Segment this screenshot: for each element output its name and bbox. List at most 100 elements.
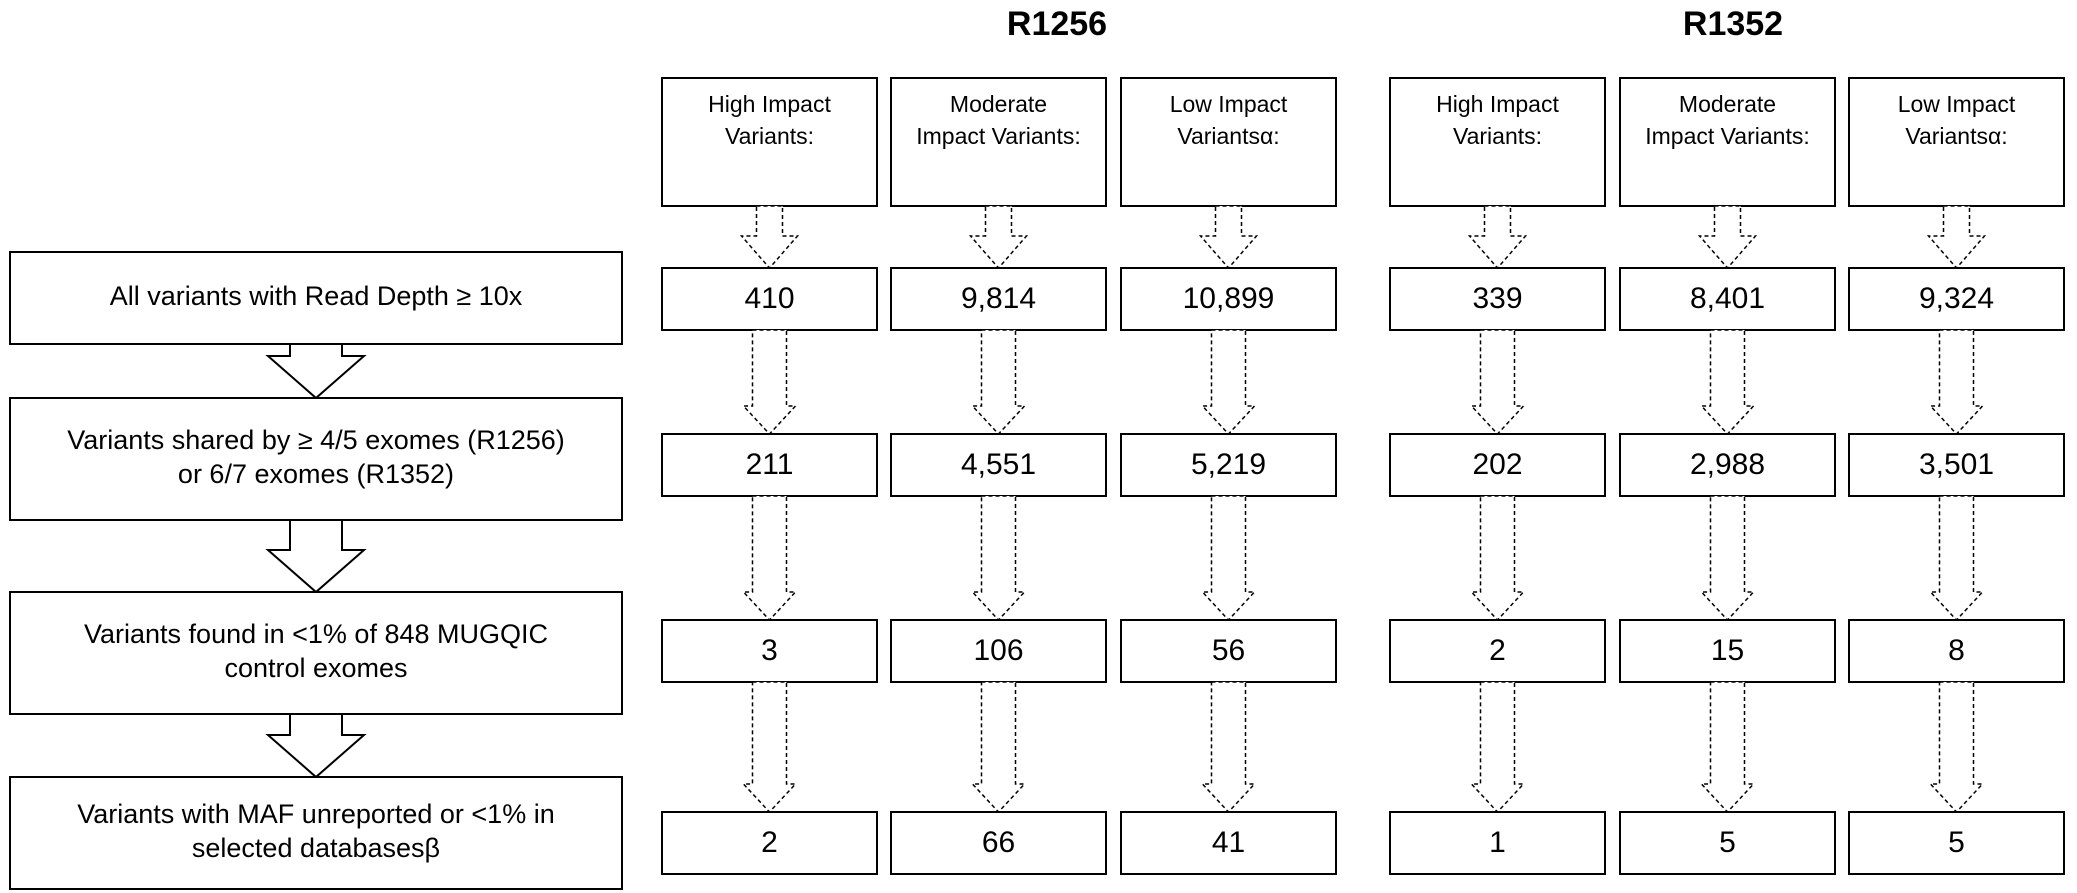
count-box xyxy=(1619,267,1836,331)
count-box xyxy=(890,433,1107,497)
dashed-flow-arrow xyxy=(1200,681,1257,814)
column-header-label: Low Impact xyxy=(1898,91,2016,117)
count-value: 5 xyxy=(1719,826,1736,859)
filter-step-1: All variants with Read Depth ≥ 10x xyxy=(9,251,623,345)
count-value: 66 xyxy=(982,826,1015,859)
count-value: 106 xyxy=(973,634,1023,667)
filter-step-label: Variants with MAF unreported or <1% in xyxy=(77,799,554,829)
count-value: 4,551 xyxy=(961,448,1036,481)
variant-columns: High ImpactVariants:41021132ModerateImpa… xyxy=(661,77,2065,875)
count-box xyxy=(1848,267,2065,331)
dashed-flow-arrow xyxy=(1699,495,1756,622)
group-titles: R1256 R1352 xyxy=(1007,5,1783,43)
dashed-flow-arrow xyxy=(739,205,800,270)
column-header-label: High Impact xyxy=(708,91,831,117)
count-box xyxy=(890,811,1107,875)
dashed-flow-arrow xyxy=(741,681,798,814)
filter-step-label: All variants with Read Depth ≥ 10x xyxy=(110,281,523,311)
count-box xyxy=(1619,811,1836,875)
column-header-label: Low Impact xyxy=(1170,91,1288,117)
dashed-flow-arrow xyxy=(1469,681,1526,814)
dashed-flow-arrow xyxy=(1699,329,1756,436)
dashed-flow-arrow xyxy=(1200,495,1257,622)
dashed-flow-arrow xyxy=(1469,329,1526,436)
filter-step-box xyxy=(9,776,623,890)
group-title-r1256: R1256 xyxy=(1007,5,1107,43)
count-value: 202 xyxy=(1472,448,1522,481)
dashed-flow-arrow xyxy=(970,495,1027,622)
dashed-flow-arrow xyxy=(1926,205,1987,270)
count-box xyxy=(1389,811,1606,875)
count-box xyxy=(1848,811,2065,875)
count-box xyxy=(661,267,878,331)
column-header-box xyxy=(1120,77,1337,207)
filter-step-4: Variants with MAF unreported or <1% in se… xyxy=(9,776,623,890)
dashed-flow-arrow xyxy=(1469,495,1526,622)
column-header-label: Variants: xyxy=(725,123,814,149)
count-box xyxy=(1619,619,1836,683)
count-box xyxy=(1120,433,1337,497)
count-box xyxy=(1848,619,2065,683)
count-value: 2 xyxy=(1489,634,1506,667)
count-value: 3,501 xyxy=(1919,448,1994,481)
count-value: 10,899 xyxy=(1183,282,1275,315)
dashed-flow-arrow xyxy=(1198,205,1259,270)
flow-arrow xyxy=(265,519,367,594)
count-box xyxy=(661,619,878,683)
count-box xyxy=(661,811,878,875)
column-header-label: Impact Variants: xyxy=(916,123,1080,149)
column-header-box xyxy=(890,77,1107,207)
filter-step-2: Variants shared by ≥ 4/5 exomes (R1256)o… xyxy=(9,397,623,521)
dashed-flow-arrow xyxy=(1200,329,1257,436)
filter-step-label: Variants found in <1% of 848 MUGQIC xyxy=(84,619,548,649)
dashed-flow-arrow xyxy=(1697,205,1758,270)
filter-step-label: control exomes xyxy=(224,653,407,683)
dashed-flow-arrow xyxy=(970,681,1027,814)
dashed-flow-arrow xyxy=(741,329,798,436)
dashed-flow-arrow xyxy=(1928,495,1985,622)
flow-arrow xyxy=(265,713,367,779)
count-value: 3 xyxy=(761,634,778,667)
dashed-flow-arrow xyxy=(1467,205,1528,270)
count-box xyxy=(1120,811,1337,875)
count-value: 5 xyxy=(1948,826,1965,859)
count-box xyxy=(1619,433,1836,497)
count-value: 8 xyxy=(1948,634,1965,667)
column-header-label: Variants: xyxy=(1453,123,1542,149)
dashed-flow-arrow xyxy=(970,329,1027,436)
filter-step-box xyxy=(9,591,623,715)
dashed-flow-arrow xyxy=(1699,681,1756,814)
column-header-box xyxy=(661,77,878,207)
group-title-r1352: R1352 xyxy=(1683,5,1783,43)
count-box xyxy=(1120,267,1337,331)
dashed-flow-arrow xyxy=(1928,329,1985,436)
column-header-box xyxy=(1619,77,1836,207)
filter-step-label: or 6/7 exomes (R1352) xyxy=(178,459,454,489)
count-value: 1 xyxy=(1489,826,1506,859)
count-value: 339 xyxy=(1472,282,1522,315)
count-box xyxy=(890,267,1107,331)
count-box xyxy=(1389,267,1606,331)
filter-step-box xyxy=(9,397,623,521)
dashed-flow-arrow xyxy=(741,495,798,622)
count-value: 2,988 xyxy=(1690,448,1765,481)
filter-step-label: selected databasesβ xyxy=(192,833,440,863)
count-value: 2 xyxy=(761,826,778,859)
column-header-label: High Impact xyxy=(1436,91,1559,117)
dashed-flow-arrow xyxy=(968,205,1029,270)
count-value: 15 xyxy=(1711,634,1744,667)
count-value: 410 xyxy=(744,282,794,315)
column-header-label: Impact Variants: xyxy=(1645,123,1809,149)
column-header-label: Variantsα: xyxy=(1177,123,1279,149)
column-header-box xyxy=(1848,77,2065,207)
filter-steps: All variants with Read Depth ≥ 10xVarian… xyxy=(9,251,623,890)
count-box xyxy=(1120,619,1337,683)
count-value: 9,324 xyxy=(1919,282,1994,315)
